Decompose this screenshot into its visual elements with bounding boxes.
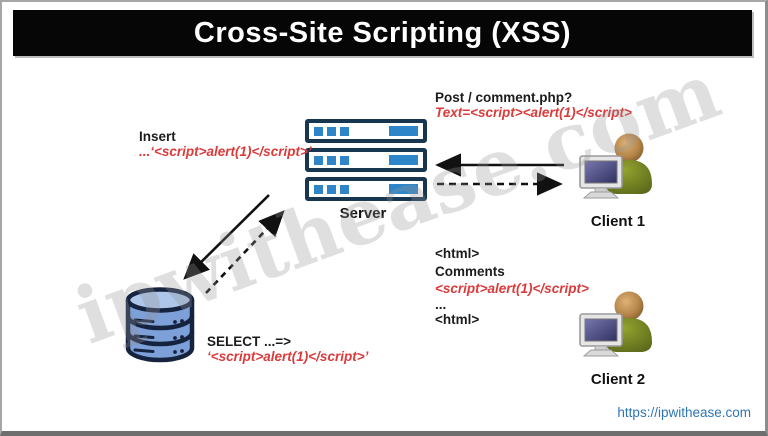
select-payload: ‘<script>alert(1)</script>’ <box>207 349 369 364</box>
post-annotation: Post / comment.php? Text=<script><alert(… <box>435 90 632 120</box>
server-rack <box>305 148 427 172</box>
database-cylinder-icon <box>125 287 195 363</box>
client2-node: Client 2 <box>568 290 668 388</box>
response-line: ... <box>435 296 447 312</box>
select-label: SELECT ...=> <box>207 334 292 349</box>
footer-link[interactable]: https://ipwithease.com <box>617 405 751 420</box>
server-node: Server <box>305 119 427 222</box>
insert-annotation: Insert ...‘<script>alert(1)</script>’ <box>139 129 312 159</box>
client1-node: Client 1 <box>568 132 668 230</box>
title-bar: Cross-Site Scripting (XSS) <box>13 10 752 56</box>
user-with-computer-icon <box>579 291 652 357</box>
server-label: Server <box>339 205 387 222</box>
client1-label: Client 1 <box>590 213 646 230</box>
response-payload: <script>alert(1)</script> <box>435 281 589 296</box>
arrow-database-to-server-dashed <box>205 210 285 294</box>
user-with-computer-icon <box>579 133 652 199</box>
response-line: <html> <box>435 246 480 261</box>
arrow-server-to-database <box>183 194 270 280</box>
post-label: Post / comment.php? <box>435 90 573 105</box>
insert-payload: ...‘<script>alert(1)</script>’ <box>139 144 312 159</box>
response-line: <html> <box>435 311 480 327</box>
page-title: Cross-Site Scripting (XSS) <box>193 16 572 49</box>
insert-label: Insert <box>139 129 176 144</box>
database-node <box>120 286 200 369</box>
server-icon <box>305 119 427 201</box>
post-payload: Text=<script><alert(1)</script> <box>435 105 632 120</box>
server-rack <box>305 177 427 201</box>
select-annotation: SELECT ...=> ‘<script>alert(1)</script>’ <box>207 334 368 364</box>
server-rack <box>305 119 427 143</box>
response-annotation: <html> Comments <script>alert(1)</script… <box>435 245 589 328</box>
response-line: Comments <box>435 263 505 279</box>
client2-label: Client 2 <box>590 371 646 388</box>
